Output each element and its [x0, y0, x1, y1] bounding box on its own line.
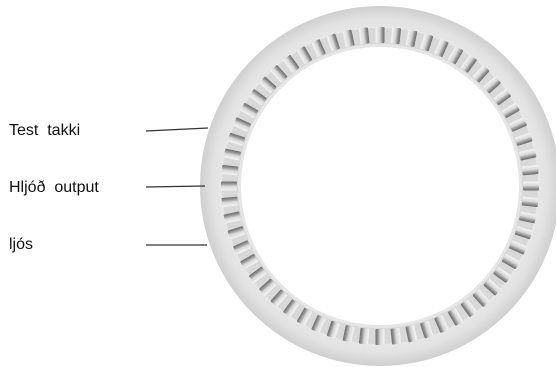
vent-slot — [221, 196, 239, 207]
callout-test-button: Test takki — [9, 122, 81, 139]
callout-sound-output: Hljóð output — [9, 179, 99, 196]
vent-slot — [283, 55, 300, 73]
vent-slot — [259, 278, 277, 296]
detector-center-face — [241, 47, 519, 325]
vent-slot — [509, 240, 527, 255]
leader-line-test-button — [145, 127, 209, 132]
vent-slot — [509, 117, 527, 132]
vent-slot — [221, 181, 237, 191]
vent-slot — [223, 211, 241, 224]
vent-slot — [405, 325, 418, 343]
vent-slot — [227, 226, 246, 240]
vent-slot — [233, 240, 251, 255]
vent-slot — [447, 307, 464, 326]
vent-slot — [227, 132, 246, 146]
vent-slot — [223, 148, 241, 161]
vent-slot — [405, 29, 418, 47]
vent-slot — [519, 211, 537, 224]
vent-slot — [514, 132, 533, 146]
vent-slot — [233, 117, 251, 132]
vent-slot — [521, 165, 539, 176]
vent-slot — [420, 33, 434, 52]
vent-slot — [493, 266, 511, 283]
vent-slot — [483, 76, 501, 94]
vent-slot — [296, 307, 313, 326]
vent-slot — [501, 102, 520, 119]
vent-slot — [375, 329, 385, 345]
vent-slot — [483, 278, 501, 296]
vent-slot — [390, 327, 401, 345]
vent-slot — [296, 46, 313, 65]
leader-line-sound-output — [145, 185, 206, 188]
vent-slot — [342, 29, 355, 47]
vent-slot — [472, 65, 490, 83]
vent-slot — [420, 320, 434, 339]
vent-slot — [447, 46, 464, 65]
vent-slot — [460, 299, 477, 317]
vent-slot — [342, 325, 355, 343]
vent-slot — [326, 33, 340, 52]
vent-slot — [249, 89, 267, 106]
vent-slot — [270, 65, 288, 83]
vent-slot — [240, 102, 259, 119]
vent-slot — [493, 89, 511, 106]
vent-slot — [521, 196, 539, 207]
detector-body — [200, 6, 556, 366]
vent-slot — [514, 226, 533, 240]
vent-slot — [434, 39, 449, 57]
vent-slot — [472, 289, 490, 307]
vent-slot — [326, 320, 340, 339]
leader-lines — [145, 127, 209, 246]
vent-slot — [311, 39, 326, 57]
vent-slot — [359, 327, 370, 345]
vent-slot — [390, 27, 401, 45]
vent-slots — [221, 27, 539, 345]
vent-slot — [523, 181, 539, 191]
callout-light: ljós — [9, 236, 34, 253]
vent-slot — [249, 266, 267, 283]
vent-slot — [259, 76, 277, 94]
vent-slot — [375, 27, 385, 43]
vent-slot — [359, 27, 370, 45]
vent-slot — [270, 289, 288, 307]
vent-slot — [519, 148, 537, 161]
vent-slot — [434, 315, 449, 333]
vent-slot — [501, 253, 520, 270]
vent-slot — [460, 55, 477, 73]
vent-slot — [221, 165, 239, 176]
vent-slot — [240, 253, 259, 270]
vent-slot — [311, 315, 326, 333]
vent-slot — [283, 299, 300, 317]
